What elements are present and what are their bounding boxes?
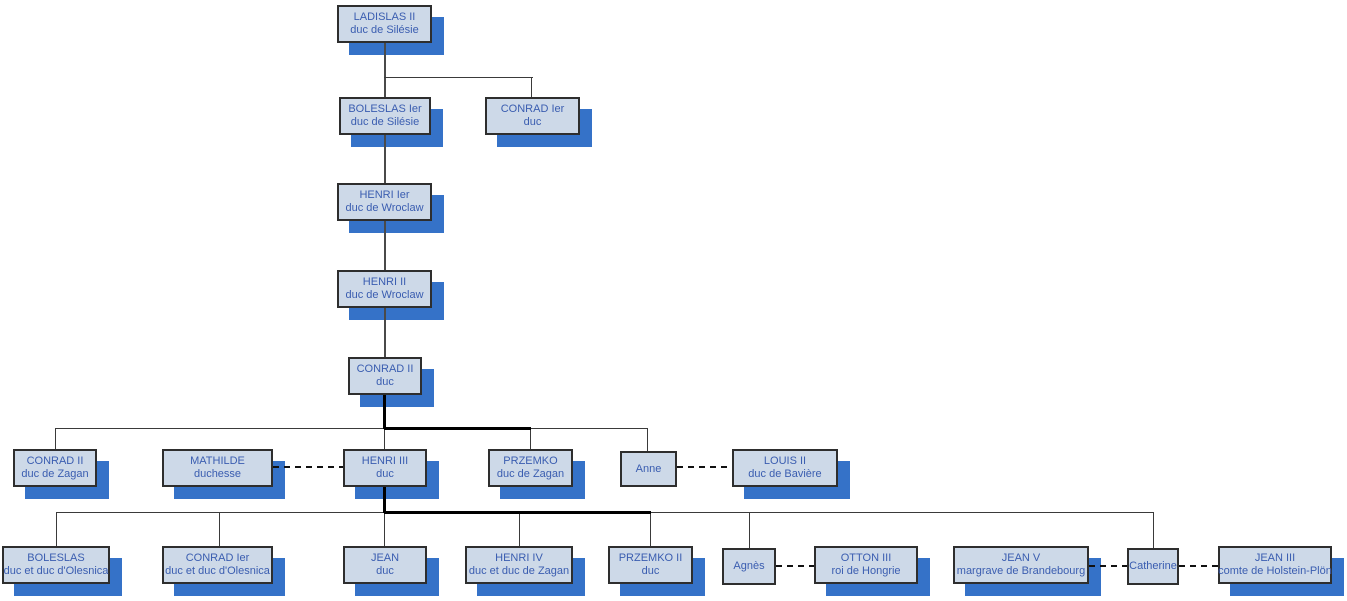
descent-connector-line (749, 512, 750, 548)
person-node-anne[interactable]: Anne (620, 451, 677, 487)
descent-connector-line (384, 43, 386, 97)
descent-connector-line (219, 512, 220, 546)
person-name: Agnès (733, 560, 765, 572)
descent-connector-line (55, 428, 648, 429)
person-title: margrave de Brandebourg (956, 565, 1086, 577)
person-node-agnes[interactable]: Agnès (722, 548, 776, 585)
person-name: HENRI IV (495, 552, 543, 564)
person-title: duc de Wroclaw (345, 202, 424, 214)
descent-connector-line (531, 77, 532, 97)
descent-connector-line (384, 428, 385, 449)
person-name: Anne (635, 462, 662, 475)
person-title: duc (376, 468, 394, 480)
descent-connector-line (530, 428, 531, 449)
person-title: duc de Bavière (748, 468, 822, 480)
person-name: BOLESLAS (27, 552, 85, 564)
person-title: duc (376, 565, 394, 577)
descent-connector-line (1153, 512, 1154, 548)
person-name: HENRI Ier (359, 189, 410, 201)
person-title: duc (523, 116, 542, 128)
marriage-connector-line (273, 466, 343, 468)
person-name: JEAN (370, 552, 400, 564)
person-title: duc de Zagan (21, 468, 89, 480)
person-title: comte de Holstein-Plön (1218, 565, 1332, 577)
person-title: roi de Hongrie (831, 565, 901, 577)
marriage-connector-line (1089, 565, 1127, 567)
descent-connector-line (647, 428, 648, 451)
person-name: CONRAD Ier (185, 552, 250, 564)
person-title: duc (641, 565, 660, 577)
person-title: duc de Silésie (350, 116, 420, 128)
person-name: MATHILDE (190, 455, 245, 467)
person-name: OTTON III (840, 552, 892, 564)
descent-connector-line (56, 512, 57, 546)
marriage-connector-line (776, 565, 814, 567)
person-title: duc (376, 376, 394, 388)
descent-connector-line (519, 512, 520, 546)
person-name: LADISLAS II (353, 11, 416, 23)
person-name: Catherine (1129, 560, 1177, 572)
person-name: CONRAD II (356, 363, 414, 375)
person-name: HENRI II (362, 276, 407, 288)
descent-connector-line (384, 511, 651, 514)
person-title: duc et duc de Zagan (468, 565, 570, 577)
person-title: duchesse (193, 468, 242, 480)
person-name: LOUIS II (763, 455, 807, 467)
person-node-catherine[interactable]: Catherine (1127, 548, 1179, 585)
person-name: HENRI III (361, 455, 409, 467)
marriage-connector-line (1179, 565, 1218, 567)
person-name: JEAN III (1254, 552, 1296, 564)
person-name: BOLESLAS Ier (348, 103, 422, 115)
marriage-connector-line (677, 466, 732, 468)
descent-connector-line (383, 395, 386, 429)
descent-connector-line (650, 512, 651, 546)
person-title: duc et duc d'Olesnica (3, 565, 109, 577)
descent-connector-line (384, 427, 531, 430)
descent-connector-line (383, 487, 386, 513)
person-name: JEAN V (1001, 552, 1041, 564)
person-title: duc de Zagan (496, 468, 565, 480)
descent-connector-line (384, 514, 385, 546)
descent-connector-line (384, 221, 386, 270)
descent-connector-line (55, 428, 56, 449)
person-title: duc de Wroclaw (345, 289, 424, 301)
person-name: CONRAD Ier (500, 103, 565, 115)
person-name: CONRAD II (26, 455, 84, 467)
person-name: PRZEMKO (503, 455, 558, 467)
person-title: duc et duc d'Olesnica (165, 565, 270, 577)
descent-connector-line (384, 308, 386, 357)
person-title: duc de Silésie (350, 24, 419, 36)
descent-connector-line (384, 77, 533, 78)
person-name: PRZEMKO II (618, 552, 683, 564)
descent-connector-line (384, 135, 386, 183)
